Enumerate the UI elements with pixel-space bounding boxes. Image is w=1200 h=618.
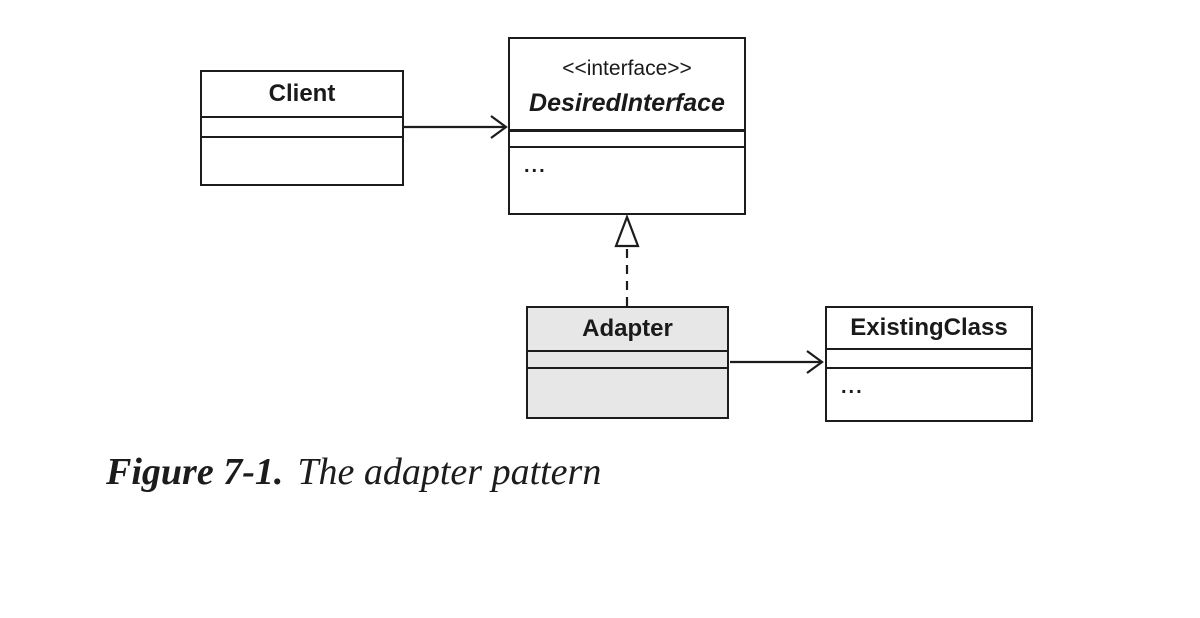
adapter-attributes-compartment — [528, 350, 727, 367]
desired-interface-methods-compartment: ... — [510, 146, 744, 213]
client-class-header: Client — [202, 72, 402, 116]
figure-caption-text: The adapter pattern — [297, 451, 602, 493]
desired-interface-box: <<interface>> DesiredInterface ... — [508, 37, 746, 215]
existing-class-ellipsis: ... — [841, 376, 864, 398]
client-class-box: Client — [200, 70, 404, 186]
existing-class-header: ExistingClass — [827, 308, 1031, 348]
interface-stereotype-label: <<interface>> — [562, 56, 692, 80]
adapter-header: Adapter — [528, 308, 727, 350]
adapter-methods-compartment — [528, 367, 727, 417]
client-methods-compartment — [202, 136, 402, 184]
figure-caption: Figure 7-1. The adapter pattern — [106, 450, 601, 494]
existing-class-name: ExistingClass — [850, 314, 1008, 341]
adapter-to-existing-arrow — [730, 350, 824, 374]
desired-interface-ellipsis: ... — [524, 155, 547, 177]
desired-interface-header: <<interface>> DesiredInterface — [510, 39, 744, 129]
desired-interface-attributes-compartment — [510, 129, 744, 146]
adapter-box: Adapter — [526, 306, 729, 419]
adapter-realization-arrow — [614, 213, 640, 306]
adapter-class-name: Adapter — [582, 315, 673, 342]
figure-caption-label: Figure 7-1. — [106, 451, 284, 493]
client-class-name: Client — [268, 80, 336, 107]
existing-class-attributes-compartment — [827, 348, 1031, 367]
existing-class-methods-compartment: ... — [827, 367, 1031, 420]
existing-class-box: ExistingClass ... — [825, 306, 1033, 422]
desired-interface-name: DesiredInterface — [529, 88, 725, 117]
client-attributes-compartment — [202, 116, 402, 136]
client-to-interface-arrow — [404, 115, 508, 139]
